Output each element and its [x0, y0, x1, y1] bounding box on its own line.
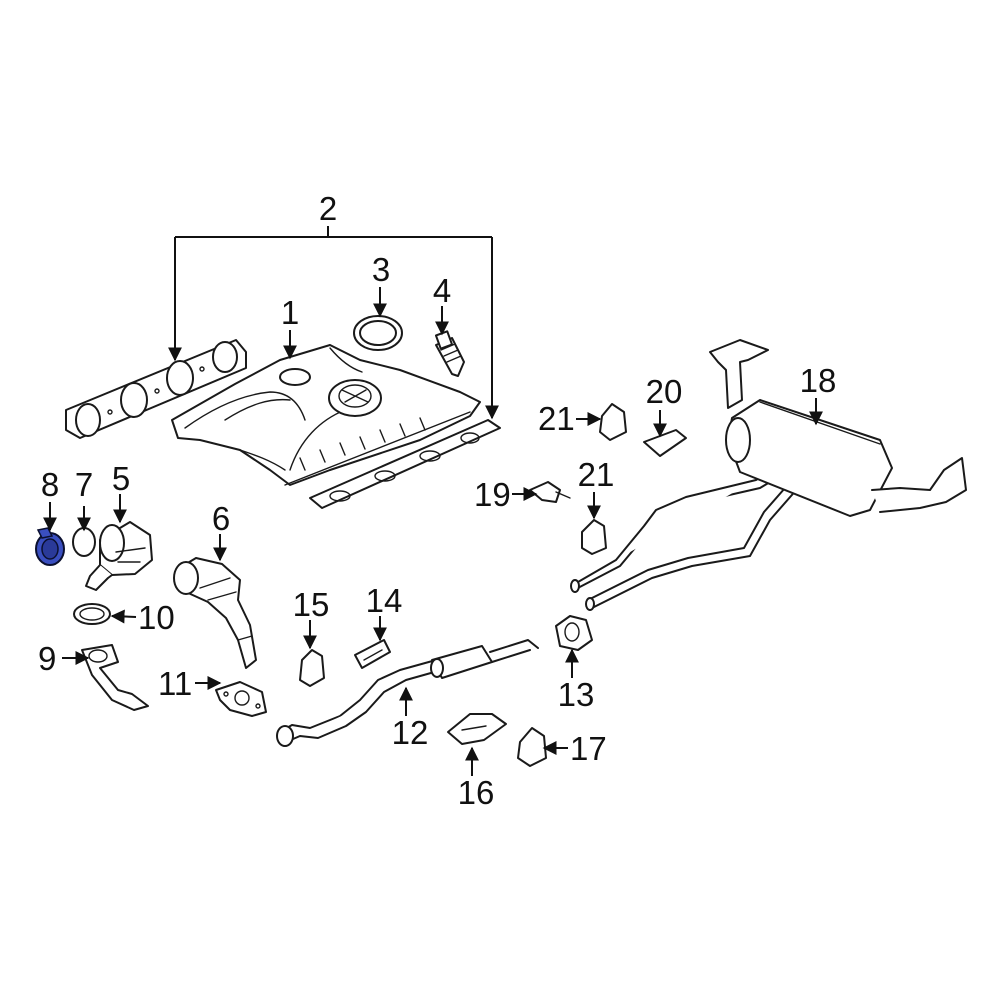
callout-13[interactable]: 13 [558, 676, 595, 713]
callout-labels: 2 1 3 4 8 7 5 6 10 9 11 15 14 12 13 16 1… [38, 190, 836, 811]
catalytic-converter-right[interactable] [173, 557, 257, 669]
callout-15[interactable]: 15 [293, 586, 330, 623]
callout-10[interactable]: 10 [138, 599, 175, 636]
callout-18[interactable]: 18 [800, 362, 837, 399]
manifold-gasket-right[interactable] [309, 419, 501, 509]
hanger-bracket-19[interactable] [529, 481, 571, 503]
exhaust-clamp-highlighted[interactable] [35, 527, 65, 566]
callout-2-bracket [168, 226, 499, 420]
exhaust-manifold[interactable] [171, 344, 481, 486]
callout-7[interactable]: 7 [75, 466, 93, 503]
callout-arrows [43, 287, 823, 776]
manifold-gasket-left[interactable] [65, 339, 247, 439]
callout-6[interactable]: 6 [212, 500, 230, 537]
rubber-hanger-17[interactable] [517, 727, 547, 767]
rubber-hanger-15[interactable] [299, 649, 325, 687]
gasket-ring-7[interactable] [72, 527, 96, 557]
callout-14[interactable]: 14 [366, 582, 403, 619]
callout-21-top[interactable]: 21 [538, 400, 575, 437]
callout-21-bottom[interactable]: 21 [578, 456, 615, 493]
exhaust-pipe-9[interactable] [81, 644, 149, 711]
heat-shield-16[interactable] [447, 713, 507, 745]
callout-5[interactable]: 5 [112, 460, 130, 497]
callout-19[interactable]: 19 [474, 476, 511, 513]
exhaust-mount-13[interactable] [555, 615, 593, 651]
catalytic-converter-left[interactable] [85, 521, 153, 591]
heat-shield-bracket-14[interactable] [354, 639, 391, 669]
flange-gasket-11[interactable] [215, 681, 267, 717]
callout-17[interactable]: 17 [570, 730, 607, 767]
heat-shield-20[interactable] [643, 429, 687, 457]
callout-11[interactable]: 11 [158, 665, 192, 702]
sealing-ring-10[interactable] [73, 603, 111, 625]
oxygen-sensor[interactable] [434, 330, 465, 377]
callout-1[interactable]: 1 [281, 294, 299, 331]
callout-16[interactable]: 16 [458, 774, 495, 811]
rubber-hanger-21-bottom[interactable] [581, 519, 607, 555]
callout-2[interactable]: 2 [319, 190, 337, 227]
callout-4[interactable]: 4 [433, 272, 451, 309]
callout-20[interactable]: 20 [646, 373, 683, 410]
callout-12[interactable]: 12 [392, 714, 429, 751]
callout-3[interactable]: 3 [372, 251, 390, 288]
callout-9[interactable]: 9 [38, 640, 56, 677]
rear-muffler-18[interactable] [570, 339, 967, 611]
rubber-hanger-21-top[interactable] [599, 403, 627, 441]
sealing-ring[interactable] [353, 315, 403, 351]
callout-8[interactable]: 8 [41, 466, 59, 503]
